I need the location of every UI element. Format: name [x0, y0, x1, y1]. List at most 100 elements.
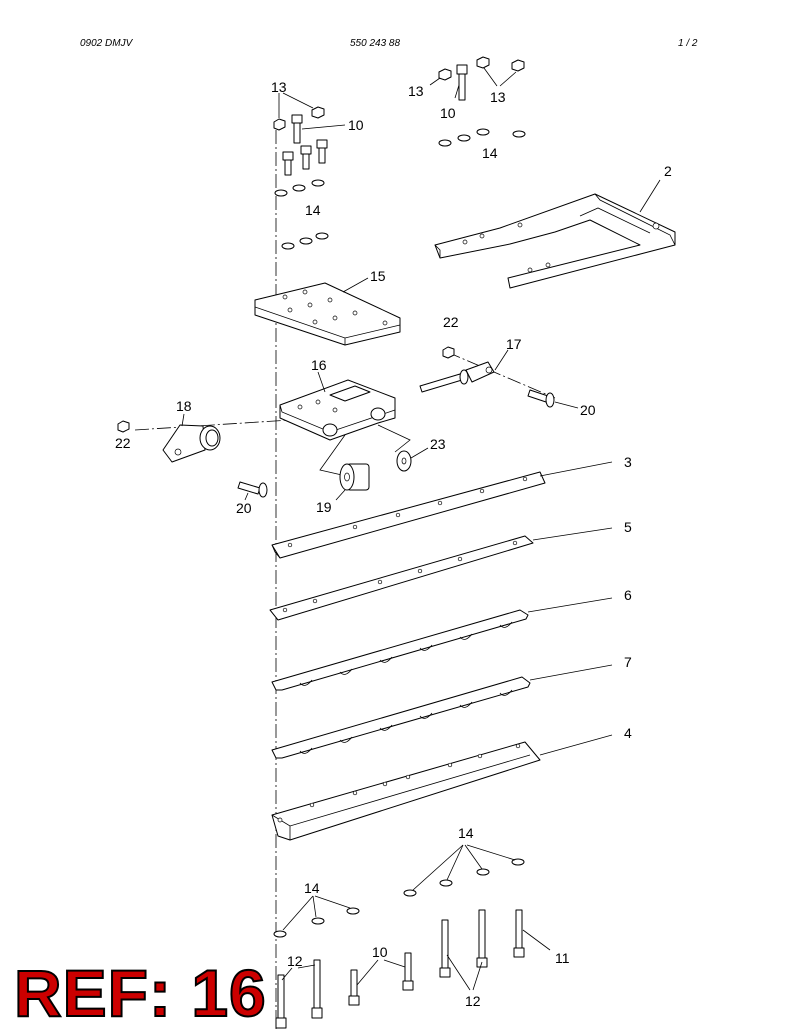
washer	[438, 139, 452, 147]
hole	[477, 753, 483, 759]
callout-23: 23	[430, 436, 446, 452]
bolt-shank	[277, 974, 285, 1021]
leader-line	[410, 447, 429, 459]
callout-13: 13	[490, 89, 506, 105]
callout-13: 13	[271, 79, 287, 95]
hole	[417, 568, 423, 574]
leader-line	[429, 77, 441, 86]
washer	[457, 134, 471, 142]
leader-line	[281, 967, 293, 981]
callout-12: 12	[287, 953, 303, 969]
pin-hole	[174, 448, 182, 456]
washer	[299, 237, 313, 245]
bolt-head	[300, 145, 312, 155]
part-6-toothed-plate	[271, 597, 613, 691]
leader-line	[539, 734, 613, 756]
bolt-head	[275, 1017, 287, 1029]
leader-line	[466, 844, 516, 861]
callout-20: 20	[580, 402, 596, 418]
washer	[281, 242, 295, 250]
leader-line	[554, 401, 579, 409]
bolt-shank	[350, 969, 358, 997]
callout-13: 13	[408, 83, 424, 99]
hole	[522, 476, 528, 482]
leader-line	[532, 527, 613, 541]
washer-bore	[401, 457, 407, 465]
pin-head	[465, 361, 495, 383]
hole	[287, 542, 293, 548]
callout-2: 2	[664, 163, 672, 179]
frame-edge	[594, 193, 676, 246]
hole	[309, 802, 315, 808]
leader-line	[181, 413, 185, 427]
bolt-shank	[478, 909, 486, 961]
callout-3: 3	[624, 454, 632, 470]
hole	[377, 579, 383, 585]
page-indicator: 1 / 2	[678, 38, 698, 49]
hole	[332, 407, 338, 413]
hole	[327, 297, 333, 303]
leader-line	[522, 929, 551, 951]
plate-7-teeth	[299, 689, 513, 754]
bolt-shank	[313, 959, 321, 1011]
bolt-head	[282, 151, 294, 161]
hole	[545, 262, 551, 268]
part-23-washer	[396, 447, 429, 472]
callout-10: 10	[348, 117, 364, 133]
bolt-20-head	[545, 392, 555, 408]
part-5-strip	[269, 527, 613, 621]
hole	[282, 607, 288, 613]
bracket-bore	[322, 423, 338, 437]
leader-line	[335, 489, 346, 501]
washer	[273, 930, 287, 938]
bolt-head	[402, 980, 414, 991]
hole	[352, 310, 358, 316]
pin-axis-right	[446, 351, 556, 399]
nut-22	[117, 420, 130, 433]
callout-14: 14	[305, 202, 321, 218]
pin-shaft	[419, 373, 463, 393]
pin-axis-left	[134, 419, 291, 431]
hole	[382, 320, 388, 326]
hole	[302, 289, 308, 295]
roller-bore	[344, 472, 350, 482]
nut-22	[442, 346, 455, 359]
hole	[512, 540, 518, 546]
callout-16: 16	[311, 357, 327, 373]
leader-line	[499, 71, 517, 87]
hole	[395, 512, 401, 518]
hole	[332, 315, 338, 321]
hole	[515, 743, 521, 749]
leader-line	[314, 895, 351, 909]
hole	[405, 774, 411, 780]
leader-line	[446, 954, 471, 991]
leader-line	[317, 371, 326, 393]
callout-4: 4	[624, 725, 632, 741]
part-18-pin-assembly	[117, 413, 268, 501]
leader-line	[377, 424, 411, 453]
part-7-toothed-plate	[271, 664, 613, 759]
hole	[457, 556, 463, 562]
strip-edge	[269, 609, 279, 621]
part-number: 550 243 88	[350, 38, 401, 49]
leader-line	[312, 895, 317, 918]
washer	[403, 889, 417, 897]
callout-11: 11	[555, 950, 570, 966]
hole	[479, 233, 485, 239]
callout-14: 14	[482, 145, 498, 161]
callout-10: 10	[372, 944, 388, 960]
hole	[352, 524, 358, 530]
washer	[439, 879, 453, 887]
bolt-shank	[284, 159, 292, 176]
bolt-head	[348, 995, 360, 1006]
leader-line	[454, 84, 460, 99]
washer	[511, 858, 525, 866]
callout-19: 19	[316, 499, 332, 515]
hole	[312, 598, 318, 604]
plate-7-body	[271, 676, 531, 759]
callout-17: 17	[506, 336, 522, 352]
bracket-slot	[329, 385, 371, 402]
hole	[479, 488, 485, 494]
nut	[476, 56, 490, 69]
